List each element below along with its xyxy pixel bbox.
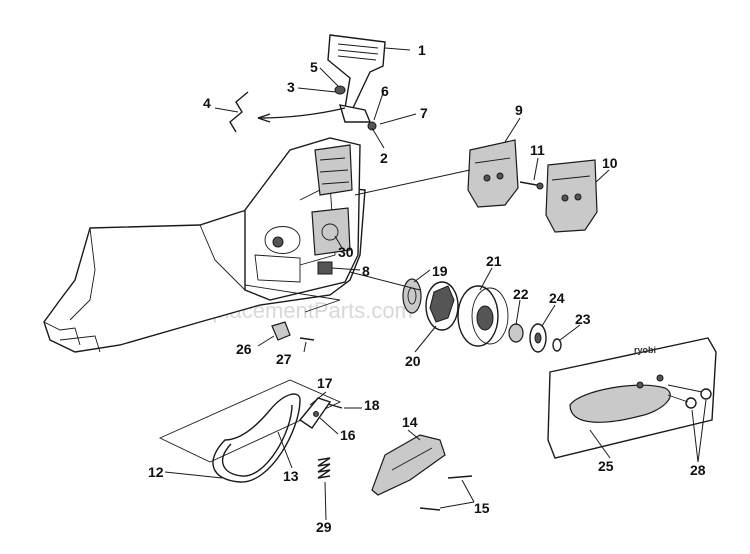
callout-16: 16	[340, 427, 356, 443]
e-clip-part	[552, 338, 562, 352]
callout-8: 8	[362, 263, 370, 279]
screw-part-15b	[419, 507, 441, 511]
callout-10: 10	[602, 155, 618, 171]
callout-5: 5	[310, 59, 318, 75]
spring-pin-part	[327, 403, 343, 409]
callout-30: 30	[338, 244, 354, 260]
engine-housing	[43, 137, 366, 353]
brake-lever-part	[298, 397, 332, 429]
compression-spring-part	[317, 457, 331, 479]
leader-lines	[164, 47, 707, 521]
needle-bearing-part	[508, 323, 524, 343]
callout-11: 11	[530, 142, 545, 158]
callout-27: 27	[276, 351, 292, 367]
callout-19: 19	[432, 263, 448, 279]
callout-7: 7	[420, 105, 428, 121]
callout-3: 3	[287, 79, 295, 95]
callout-6: 6	[381, 83, 389, 99]
guide-plate-outer	[545, 159, 598, 233]
callout-25: 25	[598, 458, 614, 474]
callout-24: 24	[549, 290, 565, 306]
cover-logo: ryobi	[634, 345, 656, 355]
callout-4: 4	[203, 95, 211, 111]
arrow-curve	[257, 107, 346, 119]
screw-part-15a	[447, 475, 473, 479]
callout-2: 2	[380, 150, 388, 166]
brake-band-part	[212, 393, 301, 483]
sprocket-drum-part	[457, 285, 509, 347]
callout-17: 17	[317, 375, 333, 391]
guide-plate-inner	[467, 139, 519, 208]
callout-29: 29	[316, 519, 332, 535]
sprocket-cover-part: ryobi	[547, 337, 717, 459]
callout-13: 13	[283, 468, 299, 484]
screw-part-27	[299, 337, 315, 341]
callout-labels: 1 2 3 4 5 6 7 8 9 10 11 12 13 14 15 16 1…	[148, 42, 706, 535]
wire-spring-part	[229, 91, 249, 133]
callout-21: 21	[486, 253, 502, 269]
bracket-part-26	[271, 321, 291, 341]
callout-20: 20	[405, 353, 421, 369]
callout-15: 15	[474, 500, 490, 516]
clutch-part	[425, 281, 459, 331]
brake-handle-part	[327, 34, 386, 131]
callout-1: 1	[418, 42, 426, 58]
callout-22: 22	[513, 286, 529, 302]
callout-14: 14	[402, 414, 418, 430]
callout-26: 26	[236, 341, 252, 357]
callout-12: 12	[148, 464, 164, 480]
clutch-drum-washer	[402, 278, 422, 314]
callout-18: 18	[364, 397, 380, 413]
callout-9: 9	[515, 102, 523, 118]
cover-nut-part	[685, 397, 697, 409]
callout-28: 28	[690, 462, 706, 478]
callout-23: 23	[575, 311, 591, 327]
chain-brake-lever-part	[371, 434, 446, 496]
